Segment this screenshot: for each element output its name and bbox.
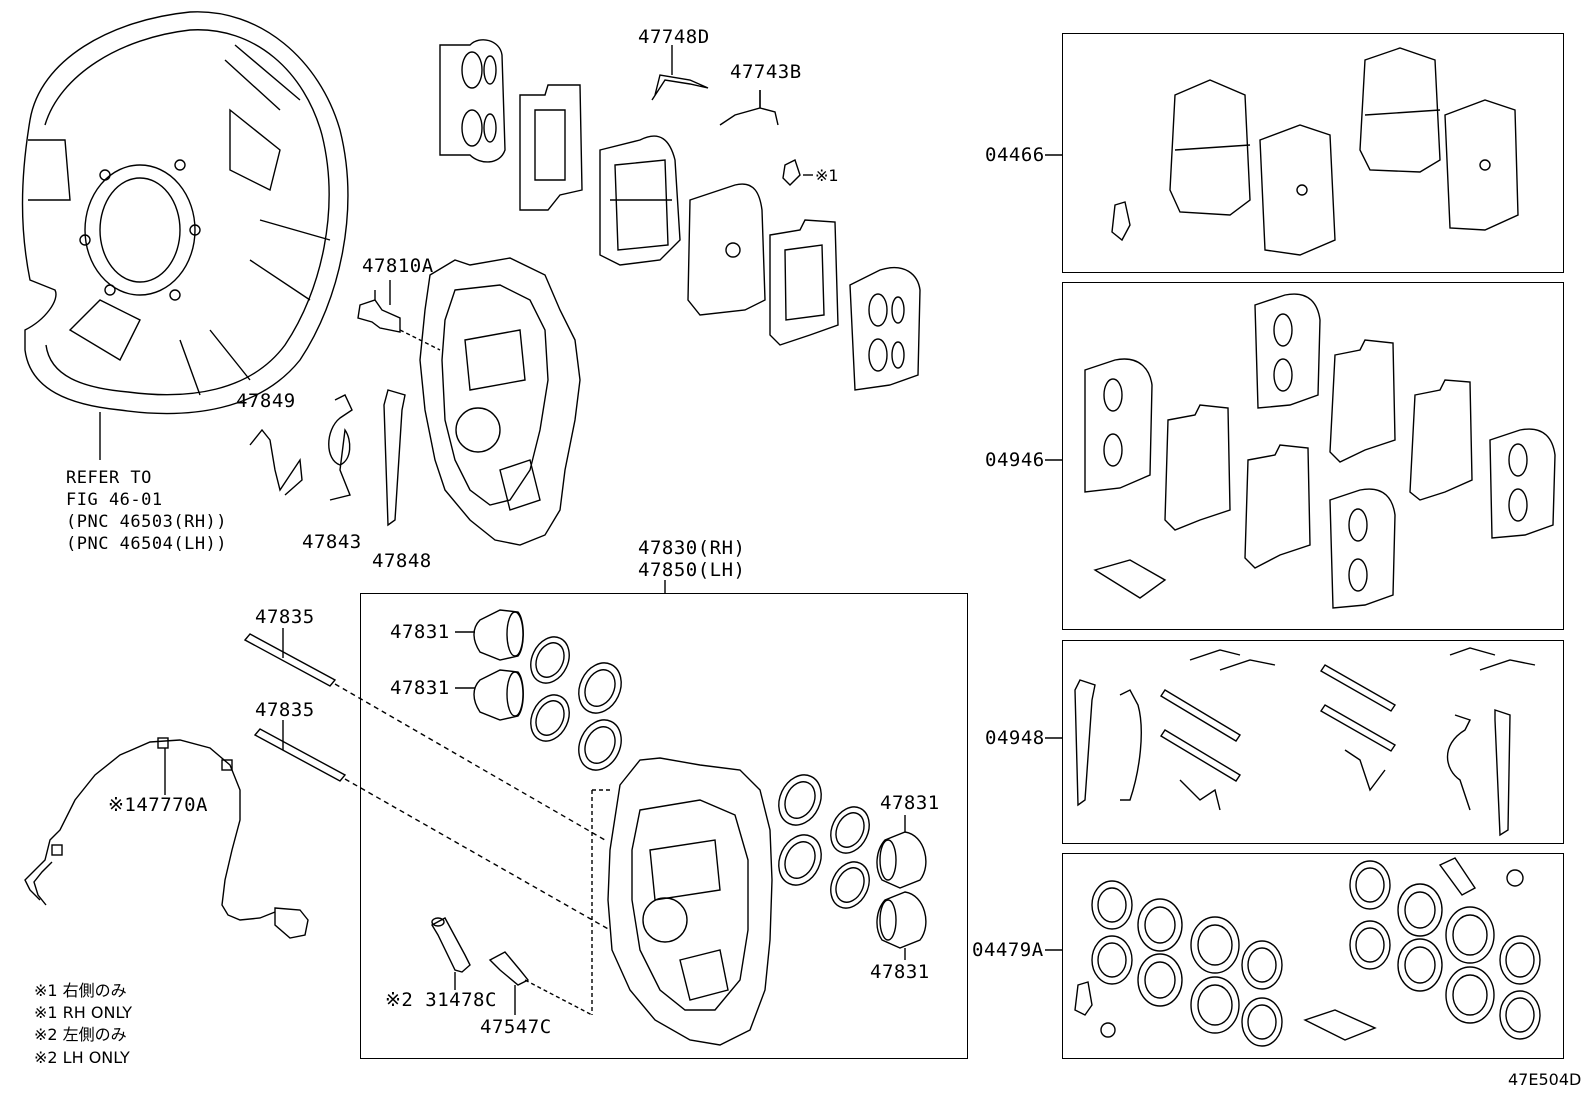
caliper-kit-box	[360, 593, 968, 1059]
label-47848: 47848	[372, 550, 432, 572]
refer-line-1: REFER TO	[66, 468, 152, 488]
label-04946: 04946	[985, 449, 1045, 471]
label-47547C: 47547C	[480, 1016, 552, 1038]
label-31478C: ※2 31478C	[385, 989, 497, 1011]
upper-shims-and-pads	[439, 39, 921, 391]
kit-04946-box	[1062, 282, 1564, 630]
label-47831-1: 47831	[390, 621, 450, 643]
footnote-1-jp: ※1 右側のみ	[34, 981, 127, 1000]
kit-04479A-drawing	[1045, 857, 1541, 1047]
label-mark1-small: ※1	[815, 166, 839, 185]
label-47810A: 47810A	[362, 255, 434, 277]
label-47770A: ※147770A	[108, 794, 208, 816]
wear-sensor-drawing	[24, 737, 309, 939]
label-47835-upper: 47835	[255, 606, 315, 628]
label-47830-rh: 47830(RH)	[638, 537, 746, 559]
kit-04466-box	[1062, 33, 1564, 273]
label-47831-3: 47831	[880, 792, 940, 814]
label-47843: 47843	[302, 531, 362, 553]
label-47743B: 47743B	[730, 61, 802, 83]
refer-line-2: FIG 46-01	[66, 490, 163, 510]
footnote-2-jp: ※2 左側のみ	[34, 1025, 127, 1044]
label-47831-4: 47831	[870, 961, 930, 983]
refer-line-3: (PNC 46503(RH))	[66, 512, 228, 532]
kit-04948-drawing	[1045, 647, 1536, 837]
label-04466: 04466	[985, 144, 1045, 166]
label-04948: 04948	[985, 727, 1045, 749]
guide-pins-drawing	[243, 628, 611, 931]
kit-04479A-box	[1062, 853, 1564, 1059]
footnote-2-en: ※2 LH ONLY	[34, 1048, 130, 1067]
label-47831-2: 47831	[390, 677, 450, 699]
label-47850-lh: 47850(LH)	[638, 559, 746, 581]
upper-caliper-drawing	[357, 257, 581, 546]
kit-04466-drawing	[1045, 47, 1519, 256]
label-47835-lower: 47835	[255, 699, 315, 721]
figure-code: 47E504D	[1508, 1070, 1582, 1089]
label-47849: 47849	[236, 390, 296, 412]
label-47748D: 47748D	[638, 26, 710, 48]
footnote-1-en: ※1 RH ONLY	[34, 1003, 133, 1022]
caliper-kit-drawing	[431, 580, 927, 1046]
kit-04948-box	[1062, 640, 1564, 844]
caliper-springs-drawing	[249, 389, 406, 527]
dust-shield-drawing	[21, 11, 349, 460]
kit-04946-drawing	[1045, 293, 1556, 609]
label-04479A: 04479A	[972, 939, 1044, 961]
refer-line-4: (PNC 46504(LH))	[66, 534, 228, 554]
